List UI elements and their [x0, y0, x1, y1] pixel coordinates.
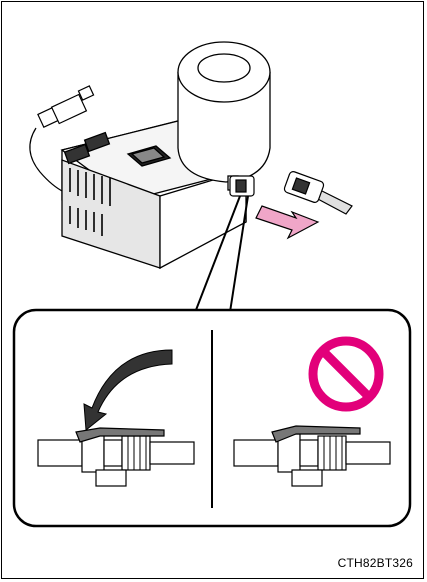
- sealant-bottle: [178, 42, 270, 190]
- hose-plug: [283, 171, 352, 214]
- pink-arrow-icon: [256, 206, 318, 238]
- figure-code: CTH82BT326: [338, 556, 413, 570]
- bottle-connector: [230, 176, 254, 196]
